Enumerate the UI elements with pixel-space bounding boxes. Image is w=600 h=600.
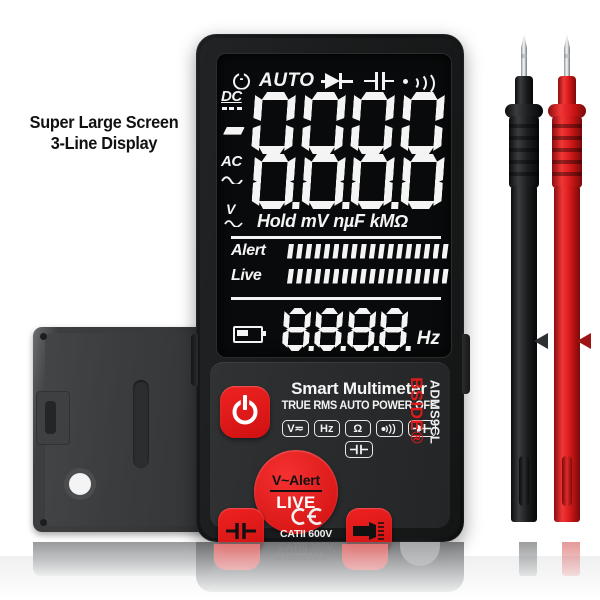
product-subtitle: TRUE RMS AUTO POWER OFF: [281, 400, 437, 412]
seven-segment-digit: [314, 308, 347, 351]
lcd-annunciator-row: AUTO: [233, 68, 439, 96]
lcd-main-digits: [253, 90, 443, 155]
seven-segment-digit: [350, 92, 395, 154]
caption-line-1: Super Large Screen: [29, 112, 179, 132]
volt-indicator: V: [226, 200, 236, 217]
warning-triangle-icon: [517, 333, 548, 349]
power-icon: [233, 72, 250, 90]
unit-ohm: kMΩ: [369, 210, 408, 231]
surface-gradient: [0, 556, 600, 600]
lcd-divider: [231, 236, 441, 239]
lcd-alert-bargraph: Alert: [231, 240, 449, 262]
diode-icon: [321, 72, 355, 90]
multimeter-front-shell: AUTO DC AC: [200, 38, 460, 554]
body-side-nub-left: [191, 334, 198, 386]
seven-segment-digit: [346, 308, 379, 351]
lcd-second-digits: [253, 152, 443, 210]
kickstand-groove: [133, 380, 149, 468]
corner-screw: [40, 333, 47, 340]
probe-collar: [515, 76, 533, 106]
volt-wave-icon: [224, 214, 255, 232]
probe-finger-guard: [505, 104, 543, 118]
kickstand-latch: [36, 391, 70, 445]
live-bar-segments: [287, 269, 449, 284]
dc-dashes-icon: [222, 107, 255, 110]
probe-grip: [552, 116, 582, 188]
seven-segment-digit: [350, 154, 399, 209]
seven-segment-digit: [251, 92, 296, 154]
marketing-caption: Super Large Screen 3-Line Display: [6, 112, 202, 153]
seven-segment-digit: [400, 154, 445, 209]
cat-rating-2: CATIII 300V: [278, 541, 334, 554]
continuity-icon: [403, 70, 436, 96]
badge-resistance: Ω: [344, 420, 371, 437]
red-test-probe: [548, 34, 591, 522]
lcd-mode-column: DC AC V: [221, 88, 255, 232]
badge-continuity: [375, 420, 403, 437]
ce-mark-icon: [270, 508, 342, 525]
unit-farad: nµF: [333, 210, 365, 231]
control-panel: Smart Multimeter TRUE RMS AUTO POWER OFF…: [210, 362, 450, 554]
ac-indicator: AC: [221, 152, 242, 170]
minus-sign-indicator: [223, 127, 245, 135]
alert-label: Alert: [231, 242, 266, 259]
live-button-label: LIVE: [276, 493, 316, 513]
body-side-nub-right: [462, 334, 470, 394]
caption-line-2: 3-Line Display: [50, 132, 158, 153]
brand-model-block: BSIDE® ADMS9CL: [406, 377, 446, 554]
probe-finger-guard: [548, 104, 586, 118]
certification-block: CATII 600V CATIII 300V: [270, 508, 342, 554]
probe-grip: [509, 116, 539, 188]
seven-segment-digit: [301, 154, 350, 209]
hanging-hole: [69, 473, 91, 495]
product-branding: Smart Multimeter TRUE RMS AUTO POWER OFF: [278, 380, 440, 412]
v-alert-label: V~Alert: [271, 471, 320, 488]
v-alert-live-button[interactable]: V~Alert LIVE: [254, 450, 338, 534]
unit-hold: Hold: [257, 210, 296, 231]
live-label: Live: [231, 267, 262, 284]
multimeter-body: AUTO DC AC: [191, 34, 470, 554]
product-title: Smart Multimeter: [291, 379, 427, 398]
dc-indicator: DC: [221, 88, 242, 105]
flashlight-button[interactable]: [346, 508, 392, 554]
auto-label: AUTO: [259, 70, 315, 91]
lcd-live-bargraph: Live: [231, 265, 449, 287]
warning-triangle-icon: [560, 333, 591, 349]
capacitance-button[interactable]: [218, 508, 264, 554]
ac-wave-icon: [221, 171, 255, 189]
unit-millivolt: mV: [300, 210, 329, 231]
seven-segment-digit: [400, 92, 445, 154]
probe-tip: [564, 34, 570, 80]
power-button[interactable]: [220, 386, 270, 438]
lcd-units-row: Hold mV nµF kMΩ: [257, 210, 445, 232]
black-test-probe: [505, 34, 548, 522]
probe-lead: [519, 456, 529, 506]
seven-segment-digit: [378, 308, 411, 351]
lcd-divider: [231, 297, 441, 300]
v-alert-divider: [270, 489, 322, 493]
seven-segment-digit: [251, 154, 300, 209]
badge-voltage: V≂: [282, 420, 309, 437]
badge-diode: [407, 420, 436, 437]
alert-bar-segments: [287, 244, 449, 259]
badge-frequency: Hz: [313, 420, 340, 437]
hz-unit-label: Hz: [416, 328, 440, 349]
badge-capacitance: [345, 441, 373, 458]
battery-icon: [233, 326, 266, 343]
probe-collar: [558, 76, 576, 106]
kickstand-flap: [33, 327, 213, 532]
probe-tip: [521, 34, 527, 80]
function-badges: V≂ Hz Ω: [278, 420, 440, 458]
brand-name: BSIDE®: [407, 377, 426, 444]
lcd-bottom-digits: [281, 306, 411, 352]
lcd-display: AUTO DC AC: [217, 54, 451, 357]
kickstand-face: [45, 333, 209, 526]
seven-segment-digit: [281, 308, 314, 351]
cat-rating-1: CATII 600V: [279, 528, 333, 540]
corner-screw: [40, 519, 47, 526]
model-number: ADMS9CL: [427, 379, 442, 444]
probe-lead: [562, 456, 572, 506]
capacitor-icon: [364, 72, 395, 90]
seven-segment-digit: [300, 92, 345, 154]
